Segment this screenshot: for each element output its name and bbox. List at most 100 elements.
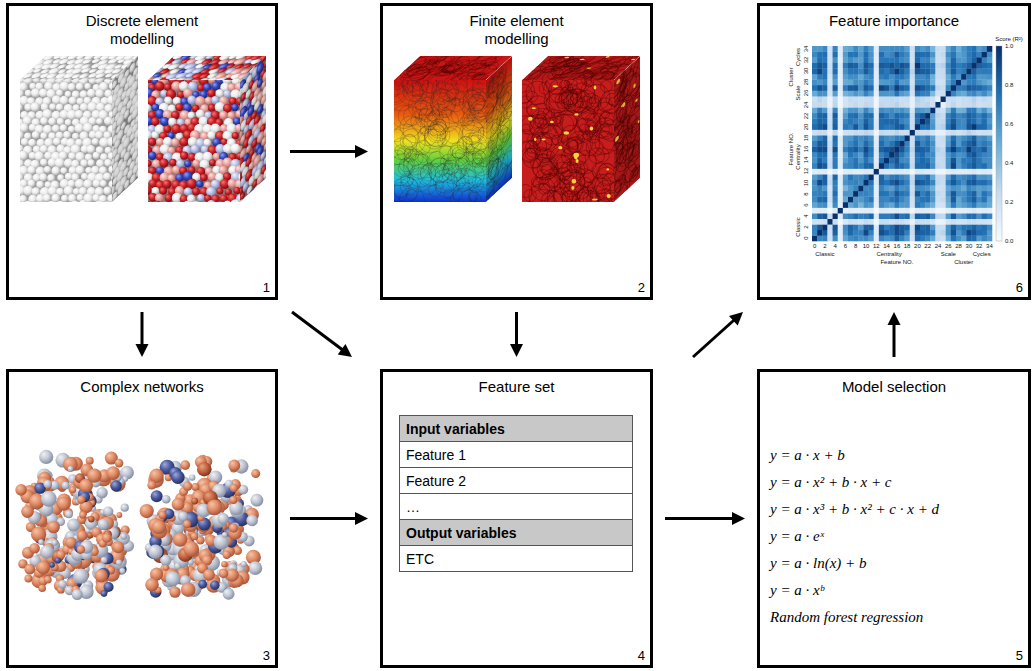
particle xyxy=(44,166,52,174)
network-node xyxy=(251,494,264,507)
grain-outline xyxy=(583,191,599,202)
particle xyxy=(49,103,56,110)
particle xyxy=(103,172,111,180)
particle xyxy=(109,82,112,90)
particle xyxy=(235,124,240,133)
particle xyxy=(57,201,65,202)
grain-outline xyxy=(418,153,428,163)
grain-outline xyxy=(468,177,483,192)
particle xyxy=(68,97,77,106)
grain-outline xyxy=(463,170,476,183)
particle xyxy=(104,117,112,126)
particle xyxy=(224,201,232,203)
hot-spot xyxy=(528,117,533,121)
grain-outline xyxy=(416,115,428,127)
particle xyxy=(196,180,203,187)
particle xyxy=(172,166,181,175)
grain-outline xyxy=(561,90,581,110)
particle xyxy=(79,200,88,202)
grain-outline xyxy=(398,74,429,80)
grain-outline xyxy=(548,56,577,67)
cube-face xyxy=(108,43,145,213)
particle xyxy=(33,201,40,202)
cube-face xyxy=(142,75,250,212)
network-node xyxy=(103,506,113,516)
grain-outline xyxy=(397,147,410,160)
grain-outline xyxy=(475,163,486,176)
particle xyxy=(204,139,212,147)
cube-face xyxy=(511,71,624,214)
particle xyxy=(231,104,238,111)
particle xyxy=(165,194,173,202)
grain-outline xyxy=(581,80,591,86)
grain-outline xyxy=(602,173,614,191)
particle xyxy=(92,138,100,146)
grain-outline xyxy=(406,69,434,80)
cube-face xyxy=(14,74,122,211)
grain-outline xyxy=(430,65,458,76)
particle xyxy=(187,179,197,189)
grain-outline xyxy=(403,135,418,150)
particle xyxy=(184,160,191,167)
particle xyxy=(148,151,157,160)
network-node xyxy=(101,590,108,597)
network-node xyxy=(171,471,185,485)
network-node xyxy=(67,519,80,532)
network-node xyxy=(31,527,46,542)
grain-outline xyxy=(572,192,591,202)
face-shade xyxy=(614,56,640,202)
particle xyxy=(61,195,69,202)
particle xyxy=(88,159,95,166)
network-node xyxy=(248,561,262,575)
particle xyxy=(236,152,240,160)
grain-outline xyxy=(522,116,534,132)
network-node xyxy=(52,540,58,546)
particle xyxy=(192,160,200,168)
grain-outline xyxy=(420,165,436,181)
network-node xyxy=(197,462,212,477)
grain-outline xyxy=(403,154,429,180)
grain-outline xyxy=(418,126,438,146)
particle xyxy=(84,83,91,90)
particle xyxy=(100,78,113,80)
grain-outline xyxy=(588,113,605,130)
grain-outline xyxy=(574,56,600,63)
face-content xyxy=(522,80,614,202)
particle xyxy=(205,97,212,104)
network-node xyxy=(49,562,55,568)
hot-spot xyxy=(607,168,610,170)
grain-outline xyxy=(419,105,440,126)
grain-outline xyxy=(522,80,533,92)
grain-outline xyxy=(421,56,457,70)
particle xyxy=(20,202,24,203)
grain-outline xyxy=(539,82,551,94)
particle xyxy=(68,83,76,91)
grain-outline xyxy=(408,56,448,67)
face-content xyxy=(112,56,138,202)
hot-spot xyxy=(550,121,554,123)
grain-outline xyxy=(595,118,614,139)
grain-outline xyxy=(431,82,456,107)
network-node xyxy=(112,541,124,553)
hot-spot xyxy=(571,186,574,190)
grain-outline xyxy=(531,108,556,133)
particle xyxy=(39,173,47,181)
network-node xyxy=(29,543,40,554)
grain-outline xyxy=(531,177,555,201)
network-node xyxy=(57,496,71,510)
network-node xyxy=(39,450,53,464)
hot-spot xyxy=(564,57,570,58)
network-node xyxy=(24,564,35,575)
grain-outline xyxy=(533,155,558,180)
network-node xyxy=(246,515,258,527)
hot-spot xyxy=(607,194,611,198)
particle xyxy=(155,81,165,91)
particle xyxy=(30,102,40,112)
hot-spot xyxy=(576,159,579,163)
grain-outline xyxy=(423,71,459,80)
particle xyxy=(51,166,60,175)
particle xyxy=(235,110,240,118)
particle xyxy=(239,201,241,203)
network-node xyxy=(102,533,112,543)
grain-outline xyxy=(475,56,497,61)
